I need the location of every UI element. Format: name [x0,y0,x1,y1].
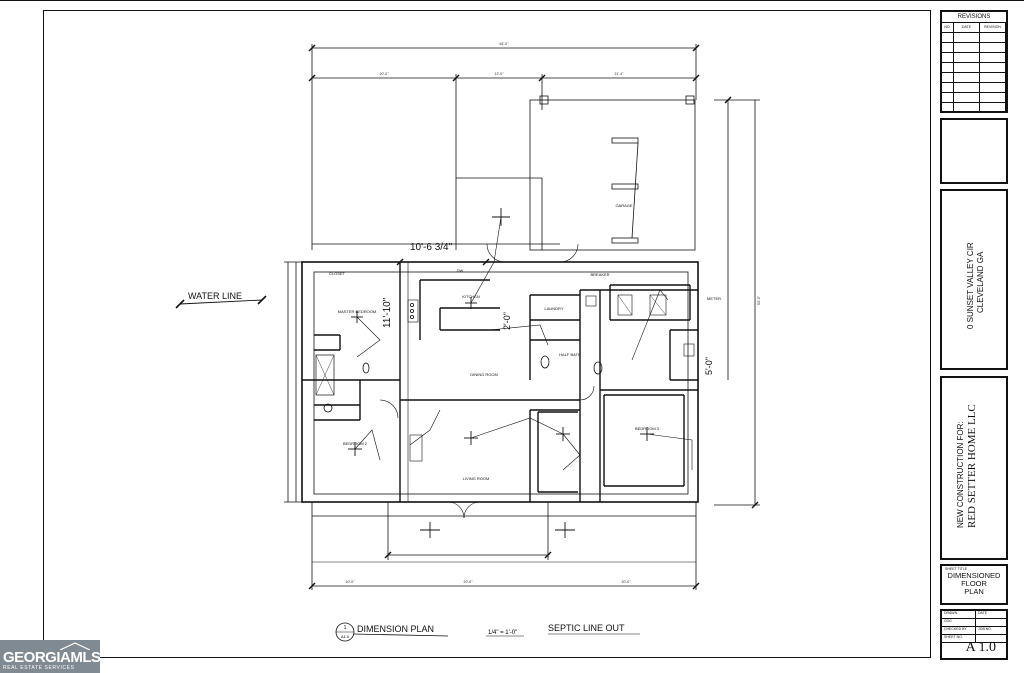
address-line2: CLEVELAND GA [976,251,985,313]
dim-2-0: 2'-0" [502,312,512,330]
drawn-value: CDG [942,619,976,627]
sheet-title-line3: PLAN [964,587,984,596]
owner-line2: RED SETTER HOME LLC [966,404,978,528]
label-breaker: BREAKER [590,272,609,277]
room-kitchen: KITCHEN [462,294,480,299]
job-label: JOB NO. [976,627,1008,635]
room-laundry: LAUNDRY [544,306,563,311]
revisions-col-revision: REVISION [980,23,1006,33]
checked-label: CHECKED BY [942,627,976,635]
revisions-col-date: DATE [954,23,980,33]
dim-right-total: 53'-0" [757,295,761,305]
drawing-sheet-border [43,10,931,658]
room-dining: DINING ROOM [470,372,498,377]
sheet-title-label: SHEET TITLE [945,567,968,571]
sheet-title-box: SHEET TITLE DIMENSIONED FLOOR PLAN [940,564,1008,605]
septic-line-label: SEPTIC LINE OUT [548,623,625,633]
watermark-sub: REAL ESTATE SERVICES [3,665,75,671]
dim-10-6: 10'-6 3/4" [410,242,453,253]
dim-top-right: 21'-4" [615,72,625,76]
room-garage: GARAGE [615,203,632,208]
watermark-brand: GEORGIAMLS [3,649,101,666]
owner-line1: NEW CONSTRUCTION FOR: [956,421,965,528]
dim-top-mid: 12'-0" [495,72,505,76]
room-half-bath: HALF BATH [559,352,581,357]
address-box: 0 SUNSET VALLEY CIR CLEVELAND GA [940,189,1008,370]
dim-bottom-1: 10'-0" [346,580,356,584]
revisions-box: REVISIONS NO. DATE REVISION [940,10,1008,113]
sheet-title-text: DIMENSIONED FLOOR PLAN [942,572,1006,596]
georgia-mls-watermark: GEORGIAMLS REAL ESTATE SERVICES [0,640,101,673]
label-meter: METER [707,296,721,301]
label-dw: DW [457,268,464,273]
roof-icon [60,642,90,650]
sheet-no-label: SHEET NO. [942,635,976,643]
dimension-plan-title: DIMENSION PLAN [357,624,434,634]
dim-overall: 64'-0" [500,42,510,46]
dim-11-10: 11'-10" [382,297,393,328]
water-line-label: WATER LINE [188,291,242,301]
room-master: MASTER BEDROOM [338,309,376,314]
dim-bottom-3: 20'-0" [622,580,632,584]
address-line1: 0 SUNSET VALLEY CIR [966,242,975,329]
logo-box [940,118,1008,184]
sheet-title-line2: FLOOR [961,579,987,588]
room-closet: CLOSET [329,271,346,276]
scale-label: 1/4" = 1'-0" [488,630,517,636]
owner-box: NEW CONSTRUCTION FOR: RED SETTER HOME LL… [940,376,1008,560]
date-label: DATE [976,611,1008,619]
sheet-info-grid: DRAWN DATE CDG CHECKED BY JOB NO. SHEET … [942,611,1008,643]
revisions-col-no: NO. [942,23,954,33]
room-bedroom2: BEDROOM 2 [343,441,368,446]
drawn-label: DRAWN [942,611,976,619]
revisions-title: REVISIONS [942,12,1006,23]
detail-ref-sheet: A1.0 [341,634,350,639]
dim-bottom-2: 20'-0" [464,580,474,584]
dim-5-0: 5'-0" [704,357,714,375]
dim-top-left: 20'-0" [380,72,390,76]
sheet-info-box: DRAWN DATE CDG CHECKED BY JOB NO. SHEET … [940,609,1008,660]
room-bedroom3: BEDROOM 3 [635,426,660,431]
room-living: LIVING ROOM [463,476,490,481]
revisions-table: NO. DATE REVISION [942,23,1006,113]
sheet-title-line1: DIMENSIONED [947,571,1001,580]
detail-ref-number: 1 [344,625,347,631]
sheet-number: A 1.0 [965,640,996,655]
